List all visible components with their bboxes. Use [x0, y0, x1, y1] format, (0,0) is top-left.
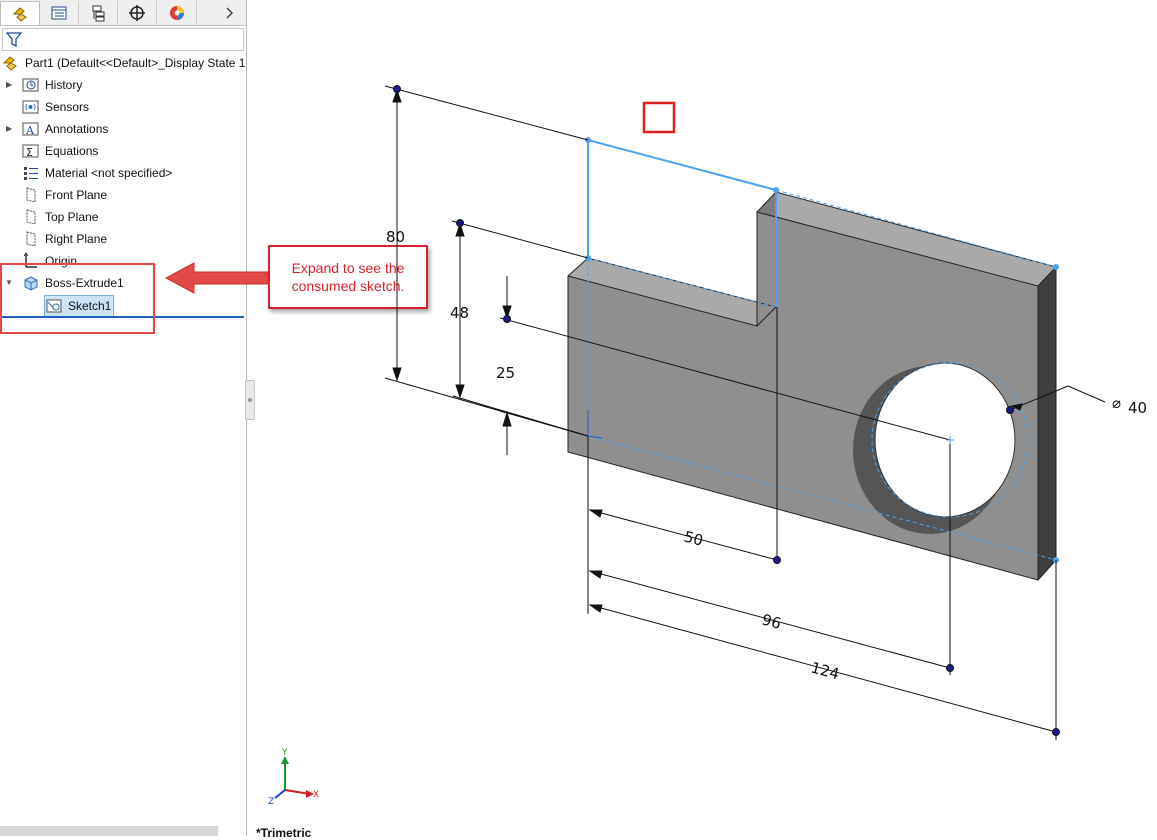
dim-diameter-symbol: ⌀ [1112, 394, 1121, 412]
tree-item-right-plane[interactable]: Right Plane [22, 229, 107, 249]
tree-item-sketch1[interactable]: Sketch1 [44, 295, 115, 317]
plane-icon [22, 186, 40, 204]
tree-item-annotations[interactable]: A Annotations [22, 119, 108, 139]
tree-item-label: Boss-Extrude1 [45, 276, 124, 290]
tree-item-label: History [45, 78, 83, 92]
highlight-box [0, 263, 155, 334]
dim-label-48[interactable]: 48 [450, 304, 469, 322]
dim-label-80[interactable]: 80 [386, 228, 405, 246]
tree-root-label: Part1 (Default<<Default>_Display State 1 [25, 56, 246, 70]
tree-item-sensors[interactable]: Sensors [22, 97, 89, 117]
callout-text: Expand to see the consumed sketch. [291, 260, 405, 294]
sketch-overlay [585, 137, 1059, 563]
tree-item-equations[interactable]: Σ Equations [22, 141, 98, 161]
tree-item-history[interactable]: History [22, 75, 82, 95]
tree-item-boss-extrude1[interactable]: Boss-Extrude1 [22, 273, 124, 293]
svg-text:A: A [25, 124, 35, 137]
dim-label-25[interactable]: 25 [496, 364, 515, 382]
history-icon [22, 76, 40, 94]
annotations-icon: A [22, 120, 40, 138]
triad-z-label: Z [268, 797, 274, 807]
dim-label-96[interactable]: 96 [760, 610, 783, 632]
feature-manager-panel: Part1 (Default<<Default>_Display State 1… [0, 0, 247, 836]
view-triad: Y X Z [268, 748, 319, 807]
extrude-icon [22, 274, 40, 292]
chevron-right-icon [226, 6, 234, 19]
tree-item-label: Equations [45, 144, 99, 158]
callout-note: Expand to see the consumed sketch. [268, 245, 428, 309]
dimension-lines [384, 85, 1106, 740]
configuration-manager-icon [92, 5, 105, 21]
tree-filter-input[interactable] [2, 28, 244, 51]
tree-item-label: Annotations [45, 122, 109, 136]
plane-icon [22, 208, 40, 226]
tree-item-front-plane[interactable]: Front Plane [22, 185, 107, 205]
tabs-more-button[interactable] [214, 1, 244, 24]
selection-box [642, 101, 676, 134]
display-manager-icon [170, 5, 184, 20]
horizontal-scrollbar[interactable] [0, 826, 218, 836]
tree-item-label: Top Plane [45, 210, 99, 224]
tab-property-manager[interactable] [40, 1, 79, 24]
tab-display-manager[interactable] [158, 1, 197, 24]
tab-configuration-manager[interactable] [79, 1, 118, 24]
tab-dimxpert[interactable] [118, 1, 157, 24]
tree-item-material[interactable]: Material <not specified> [22, 163, 172, 183]
panel-splitter-handle[interactable] [245, 380, 255, 420]
svg-text:Σ: Σ [26, 146, 33, 159]
property-manager-icon [51, 6, 67, 19]
dim-label-50[interactable]: 50 [682, 527, 705, 549]
equations-icon: Σ [22, 142, 40, 160]
tree-item-label: Sensors [45, 100, 90, 114]
sensors-icon [22, 98, 40, 116]
triad-x-label: X [313, 790, 319, 800]
callout-arrow-icon [164, 262, 269, 294]
tree-item-label: Front Plane [45, 188, 108, 202]
view-orientation-label: *Trimetric [256, 826, 312, 840]
tree-item-top-plane[interactable]: Top Plane [22, 207, 98, 227]
rollback-bar[interactable] [0, 316, 244, 318]
filter-icon [5, 32, 23, 48]
expand-arrow-icon[interactable]: ▶ [6, 124, 13, 133]
sketch-icon [45, 297, 63, 315]
part-icon [2, 54, 20, 72]
tree-item-label: Right Plane [45, 232, 108, 246]
panel-tabs [0, 0, 246, 26]
tab-feature-manager[interactable] [0, 1, 40, 25]
tree-item-label: Material <not specified> [45, 166, 173, 180]
dimxpert-icon [129, 4, 145, 21]
material-icon [22, 164, 40, 182]
tree-root-part[interactable]: Part1 (Default<<Default>_Display State 1 [2, 53, 245, 73]
grip-icon [248, 398, 252, 402]
dim-label-124[interactable]: 124 [809, 658, 841, 683]
collapse-arrow-icon[interactable]: ▼ [5, 278, 13, 287]
dim-label-diameter-40[interactable]: 40 [1128, 399, 1147, 417]
feature-manager-icon [12, 6, 27, 22]
expand-arrow-icon[interactable]: ▶ [6, 80, 13, 89]
triad-y-label: Y [281, 748, 288, 758]
part-body [567, 191, 1057, 581]
tree-item-label: Sketch1 [68, 299, 112, 313]
plane-icon [22, 230, 40, 248]
